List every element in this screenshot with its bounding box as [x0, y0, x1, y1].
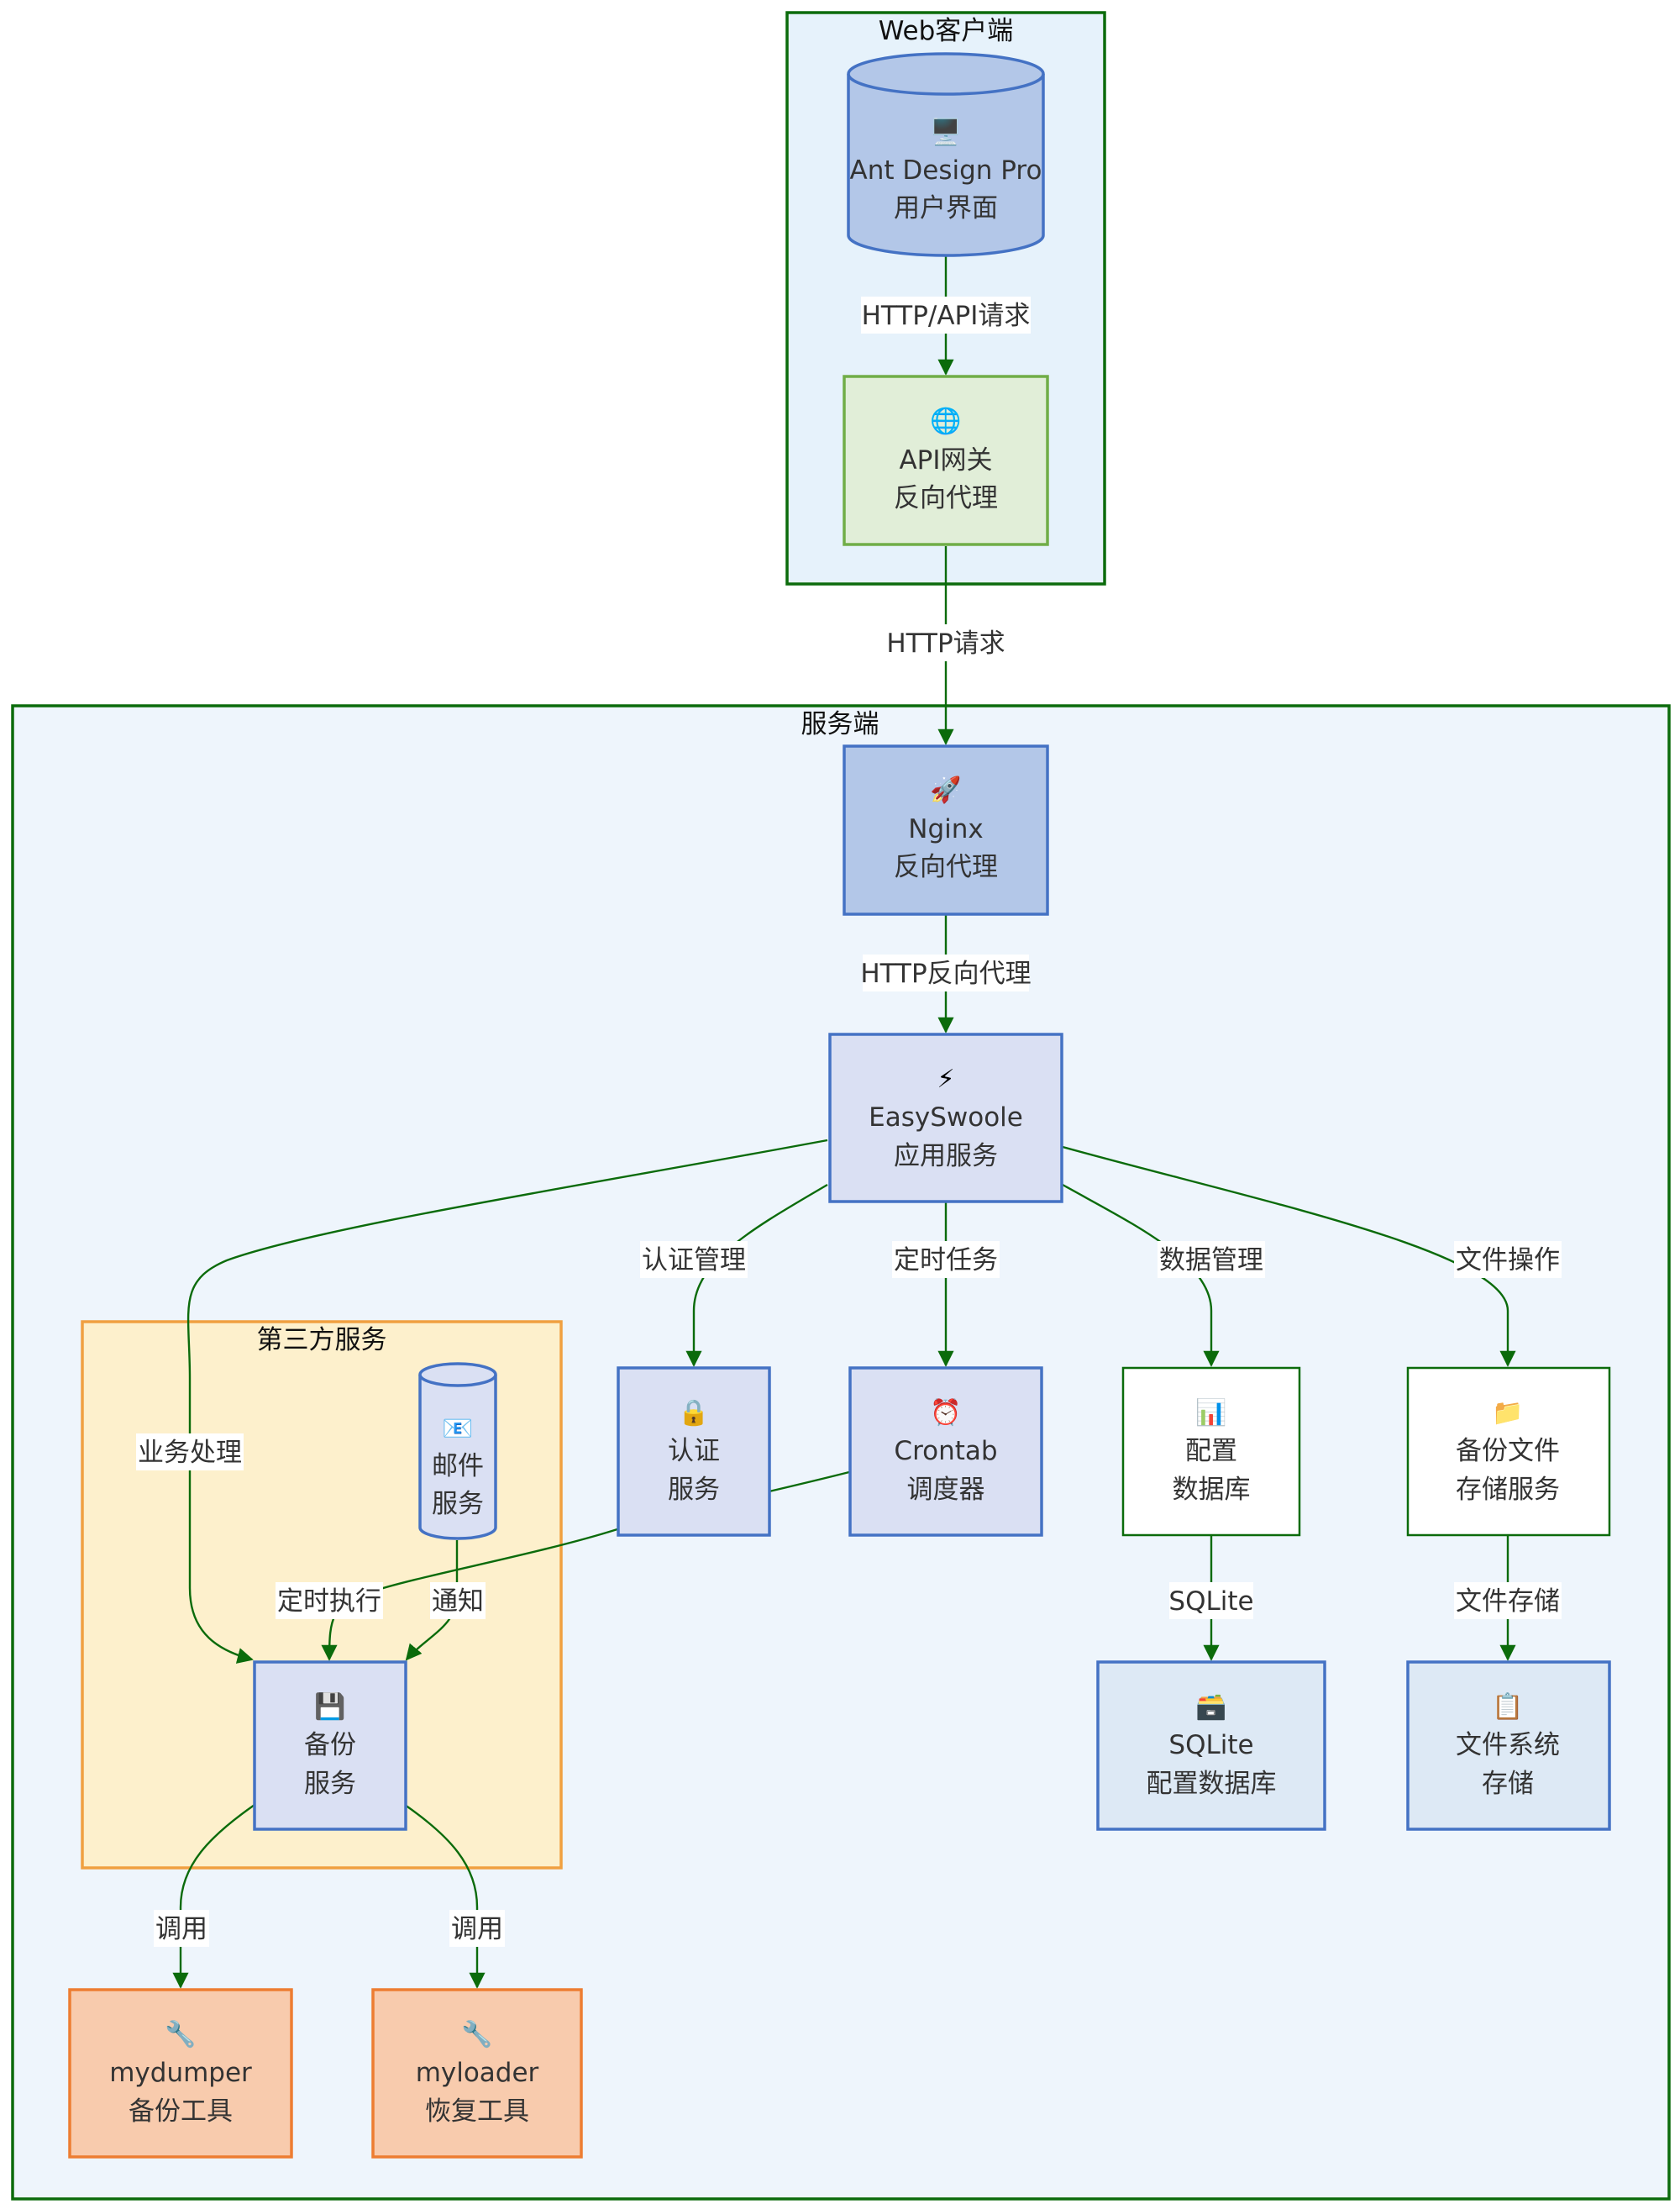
- alarm-clock-icon: ⏰: [930, 1396, 961, 1428]
- edge-label-filestore-filesystem: 文件存储: [1454, 1582, 1562, 1619]
- node-api-gateway-title: API网关: [899, 445, 992, 476]
- node-easyswoole-subtitle: 应用服务: [894, 1141, 998, 1171]
- svg-text:HTTP反向代理: HTTP反向代理: [860, 959, 1031, 989]
- svg-text:认证管理: 认证管理: [642, 1245, 746, 1275]
- node-sqlite-subtitle: 配置数据库: [1147, 1769, 1277, 1799]
- node-myloader-title: myloader: [416, 2058, 539, 2088]
- svg-text:数据管理: 数据管理: [1159, 1245, 1263, 1275]
- node-easyswoole[interactable]: ⚡ EasySwoole 应用服务: [828, 1033, 1063, 1203]
- svg-text:调用: 调用: [451, 1914, 503, 1944]
- edge-label-configdb-sqlite: SQLite: [1168, 1582, 1254, 1619]
- node-backup-file-storage-subtitle: 存储服务: [1456, 1475, 1560, 1505]
- edge-easyswoole-filestore: [1062, 1145, 1516, 1367]
- edge-labels: HTTP/API请求 HTTP请求 HTTP反向代理 认证管理 定时任务 数据管…: [136, 297, 1562, 1947]
- edge-label-easyswoole-auth: 认证管理: [640, 1241, 748, 1278]
- node-sqlite-title: SQLite: [1168, 1730, 1253, 1760]
- node-file-system-title: 文件系统: [1456, 1730, 1560, 1760]
- node-backup-file-storage-title: 备份文件: [1456, 1436, 1560, 1466]
- edge-label-crontab-backup: 定时执行: [276, 1582, 383, 1619]
- edge-label-mail-backup: 通知: [430, 1582, 486, 1619]
- node-file-system[interactable]: 📋 文件系统 存储: [1406, 1660, 1611, 1831]
- node-ant-design-pro[interactable]: 🖥️ Ant Design Pro 用户界面: [847, 52, 1045, 257]
- node-ant-design-pro-subtitle: 用户界面: [894, 193, 998, 224]
- svg-text:HTTP请求: HTTP请求: [886, 629, 1005, 659]
- edge-label-ui-gateway: HTTP/API请求: [861, 297, 1031, 334]
- group-server-label: 服务端: [801, 709, 879, 739]
- svg-text:调用: 调用: [155, 1914, 207, 1944]
- node-auth-service-subtitle: 服务: [668, 1475, 720, 1505]
- floppy-disk-icon: 💾: [314, 1691, 345, 1722]
- svg-text:文件操作: 文件操作: [1456, 1245, 1560, 1275]
- node-backup-service-subtitle: 服务: [304, 1769, 356, 1799]
- group-third-party-label: 第三方服务: [257, 1325, 387, 1355]
- svg-text:HTTP/API请求: HTTP/API请求: [862, 301, 1031, 331]
- svg-text:SQLite: SQLite: [1168, 1586, 1253, 1617]
- node-crontab[interactable]: ⏰ Crontab 调度器: [848, 1366, 1043, 1537]
- edge-label-easyswoole-configdb: 数据管理: [1158, 1241, 1265, 1278]
- wrench-icon: 🔧: [165, 2018, 196, 2049]
- lock-icon: 🔒: [678, 1398, 709, 1428]
- clipboard-icon: 📋: [1492, 1691, 1523, 1722]
- node-backup-file-storage[interactable]: 📁 备份文件 存储服务: [1406, 1366, 1611, 1537]
- edge-backup-mydumper: [172, 1804, 255, 1989]
- node-myloader[interactable]: 🔧 myloader 恢复工具: [371, 1988, 583, 2159]
- node-mail-service-subtitle: 服务: [432, 1489, 484, 1519]
- email-icon: 📧: [442, 1414, 473, 1444]
- edge-label-easyswoole-crontab: 定时任务: [892, 1241, 1000, 1278]
- edge-label-easyswoole-filestore: 文件操作: [1454, 1241, 1562, 1278]
- node-mydumper-subtitle: 备份工具: [129, 2096, 233, 2127]
- node-nginx[interactable]: 🚀 Nginx 反向代理: [843, 744, 1049, 916]
- edge-label-nginx-easyswoole: HTTP反向代理: [860, 955, 1032, 991]
- node-crontab-subtitle: 调度器: [907, 1475, 985, 1505]
- globe-icon: 🌐: [930, 406, 961, 436]
- node-sqlite[interactable]: 🗃️ SQLite 配置数据库: [1096, 1660, 1326, 1831]
- node-mydumper[interactable]: 🔧 mydumper 备份工具: [68, 1988, 293, 2159]
- lightning-icon: ⚡: [937, 1065, 954, 1094]
- wrench-icon: 🔧: [461, 2018, 492, 2049]
- node-easyswoole-title: EasySwoole: [869, 1102, 1023, 1133]
- svg-text:定时执行: 定时执行: [277, 1586, 381, 1617]
- node-myloader-subtitle: 恢复工具: [425, 2096, 529, 2127]
- node-mydumper-title: mydumper: [109, 2058, 252, 2088]
- edge-backup-myloader: [404, 1804, 486, 1989]
- rocket-icon: 🚀: [930, 775, 961, 805]
- node-mail-service[interactable]: 📧 邮件 服务: [418, 1362, 497, 1540]
- node-file-system-subtitle: 存储: [1482, 1769, 1534, 1799]
- edge-label-backup-mydumper: 调用: [154, 1910, 209, 1947]
- folder-icon: 📁: [1492, 1398, 1523, 1428]
- svg-text:通知: 通知: [432, 1586, 484, 1617]
- node-auth-service-title: 认证: [668, 1436, 720, 1466]
- node-config-db[interactable]: 📊 配置 数据库: [1121, 1366, 1301, 1537]
- node-api-gateway[interactable]: 🌐 API网关 反向代理: [843, 375, 1049, 546]
- edge-label-backup-myloader: 调用: [449, 1910, 505, 1947]
- monitor-icon: 🖥️: [930, 117, 961, 147]
- node-nginx-title: Nginx: [908, 814, 983, 844]
- svg-text:定时任务: 定时任务: [894, 1245, 998, 1275]
- svg-text:业务处理: 业务处理: [138, 1438, 242, 1468]
- node-config-db-title: 配置: [1185, 1436, 1237, 1466]
- node-config-db-subtitle: 数据库: [1173, 1475, 1251, 1505]
- bar-chart-icon: 📊: [1195, 1397, 1226, 1428]
- node-auth-service[interactable]: 🔒 认证 服务: [617, 1366, 771, 1537]
- edge-label-gateway-nginx: HTTP请求: [885, 624, 1006, 661]
- card-file-box-icon: 🗃️: [1195, 1692, 1226, 1722]
- node-backup-service-title: 备份: [304, 1730, 356, 1760]
- node-api-gateway-subtitle: 反向代理: [894, 483, 998, 513]
- group-web-client-label: Web客户端: [879, 16, 1014, 46]
- node-backup-service[interactable]: 💾 备份 服务: [253, 1660, 407, 1831]
- node-mail-service-title: 邮件: [432, 1451, 484, 1481]
- node-ant-design-pro-title: Ant Design Pro: [850, 155, 1042, 186]
- node-nginx-subtitle: 反向代理: [894, 852, 998, 882]
- svg-text:文件存储: 文件存储: [1456, 1586, 1560, 1617]
- node-crontab-title: Crontab: [894, 1436, 997, 1466]
- edge-label-easyswoole-backup: 业务处理: [136, 1433, 244, 1470]
- edge-easyswoole-backup: [186, 1139, 828, 1664]
